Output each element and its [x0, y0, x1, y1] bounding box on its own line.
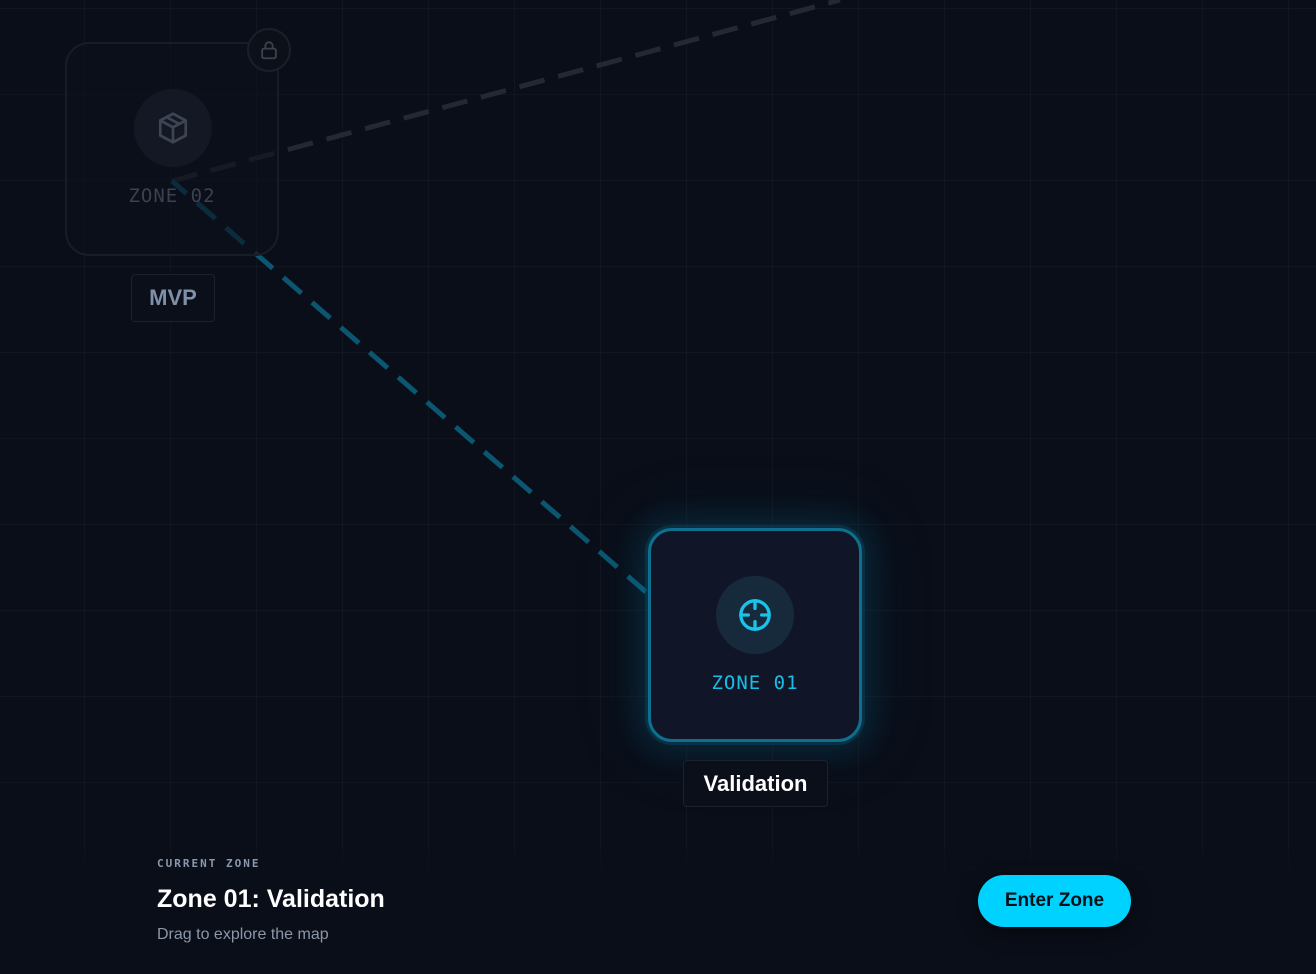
enter-zone-button[interactable]: Enter Zone	[978, 875, 1131, 927]
zone-node-01[interactable]: ZONE 01	[648, 528, 862, 742]
package-icon	[158, 112, 188, 144]
zone-02-code: ZONE 02	[128, 185, 216, 207]
zone-node-02[interactable]: ZONE 02	[65, 42, 279, 256]
lock-icon	[261, 41, 277, 60]
current-zone-title: Zone 01: Validation	[157, 885, 385, 913]
crosshair-icon	[739, 599, 771, 631]
zone-02-lock-badge	[247, 28, 291, 72]
zone-01-code: ZONE 01	[711, 672, 799, 694]
path-zone01-to-zone02	[170, 179, 648, 594]
zone-02-label: MVP	[131, 274, 215, 322]
current-zone-eyebrow: CURRENT ZONE	[157, 857, 261, 870]
zone-01-icon-circle	[716, 576, 794, 654]
zone-02-icon-circle	[134, 89, 212, 167]
zone-01-label: Validation	[683, 760, 828, 807]
current-zone-hint: Drag to explore the map	[157, 926, 329, 943]
path-to-next-zone	[171, 0, 841, 184]
